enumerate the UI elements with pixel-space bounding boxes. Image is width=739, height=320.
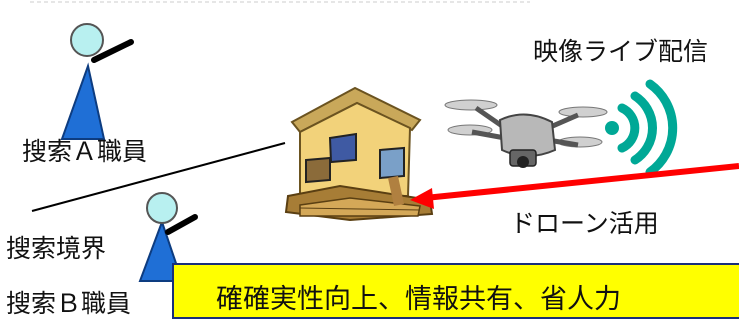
label-staff-a: 搜索Ａ職員 [22,137,148,166]
staff-b-person-icon [138,192,198,282]
drone-icon [444,99,608,168]
search-boundary-line [31,142,286,212]
drone-to-house-arrow [410,163,739,209]
label-drone-use: ドローン活用 [510,209,659,238]
staff-a-person-icon [60,23,134,140]
damaged-house-icon [284,86,434,222]
wireless-signal-icon [605,79,678,177]
benefit-banner-text: 確確実性向上、情報共有、省人力 [216,284,621,315]
label-staff-b: 搜索Ｂ職員 [6,289,132,318]
label-live-stream: 映像ライブ配信 [533,37,709,66]
label-boundary: 搜索境界 [6,234,107,263]
benefit-banner: 確確実性向上、情報共有、省人力 [172,263,739,319]
